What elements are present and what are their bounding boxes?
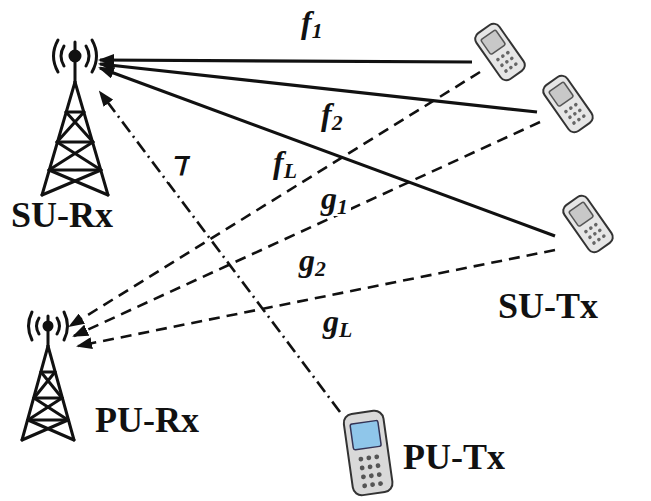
phone-icon	[560, 193, 615, 255]
channel-label: f2	[318, 98, 346, 132]
receiver-node: PU-Rx	[5, 305, 240, 455]
phone-icon	[472, 21, 527, 83]
interference-link	[70, 72, 480, 326]
receiver-node: SU-Rx	[5, 30, 155, 252]
channel-label: ℸ	[168, 148, 189, 182]
phone-icon	[343, 410, 394, 497]
tower-icon	[22, 312, 74, 440]
data-link	[100, 60, 472, 62]
node-label: SU-Rx	[11, 196, 113, 236]
node-label: SU-Tx	[498, 287, 598, 327]
interference-link	[74, 122, 540, 336]
data-link	[100, 68, 555, 236]
transmitter-node: PU-Tx	[325, 398, 547, 498]
interference-link	[78, 250, 555, 346]
phone-icon	[540, 73, 595, 135]
node-label: PU-Rx	[95, 401, 199, 441]
transmitter-node: SU-Tx	[455, 15, 647, 340]
channel-label: gL	[320, 305, 355, 339]
channel-label: fL	[270, 146, 300, 180]
node-label: PU-Tx	[403, 438, 505, 478]
channel-label: f1	[298, 6, 326, 40]
channel-label: g2	[296, 244, 329, 278]
tower-icon	[42, 40, 108, 195]
interference-link	[100, 92, 340, 412]
channel-label: g1	[318, 182, 351, 216]
